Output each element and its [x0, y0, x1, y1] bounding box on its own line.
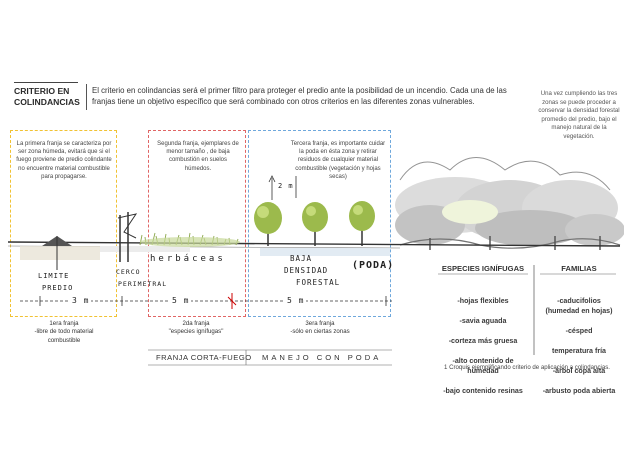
- list-item: -árbol copa alta: [552, 367, 606, 375]
- list-item: -alto contenido de humedad: [452, 357, 514, 375]
- zone-3-text: Tercera franja, es importante cuidar la …: [290, 141, 386, 180]
- label-tree-height: 2 m: [278, 182, 294, 190]
- list-item: temperatura fría: [551, 347, 606, 355]
- label-perimetral: PERIMETRAL: [118, 280, 168, 288]
- zone-1-text: La primera franja se caracteriza por ser…: [16, 141, 112, 180]
- label-limite: LIMITE: [38, 272, 70, 280]
- zone-1-box: [10, 130, 117, 317]
- zone-1-caption: 1era franja -libre de todo material comb…: [18, 320, 110, 345]
- zone-3-caption-body: -sólo en ciertas zonas: [290, 328, 350, 336]
- zone-1-caption-body: -libre de todo material combustible: [34, 328, 94, 344]
- label-herbaceas: herbáceas: [150, 254, 226, 264]
- label-cerco: CERCO: [116, 268, 141, 276]
- distance-zone-1: 3 m: [70, 296, 92, 305]
- list-especies: -hojas flexibles -savia aguada -corteza …: [438, 286, 528, 406]
- tree-1: [254, 202, 282, 246]
- zone-3-box: [248, 130, 391, 317]
- table-header-familias: FAMILIAS: [561, 264, 597, 273]
- zone-2-box: [148, 130, 246, 317]
- tree-2: [302, 202, 328, 246]
- zone-3-caption: 3era franja -sólo en ciertas zonas: [272, 320, 368, 337]
- figure-footnote: 1 Croquis ejemplificando criterio de apl…: [444, 364, 610, 371]
- list-familias: -caducifolios (humedad en hojas) -césped…: [540, 286, 618, 406]
- ground-line: [7, 241, 621, 247]
- zone-2-caption-body: "especies ignífugas": [168, 328, 224, 336]
- label-baja: BAJA: [290, 254, 313, 263]
- tree-3: [349, 201, 375, 246]
- table-header-especies: ESPECIES IGNÍFUGAS: [441, 264, 525, 273]
- distance-zone-2: 5 m: [170, 296, 192, 305]
- title-rule: [14, 82, 78, 83]
- distance-zone-3: 5 m: [285, 296, 307, 305]
- page-title: CRITERIO EN COLINDANCIAS: [14, 86, 80, 107]
- label-predio: PREDIO: [42, 284, 74, 292]
- list-item: -savia aguada: [459, 317, 507, 325]
- intro-paragraph: El criterio en colindancias será el prim…: [92, 86, 507, 106]
- side-note: Una vez cumpliendo las tres zonas se pue…: [538, 90, 620, 140]
- list-item: -caducifolios (humedad en hojas): [545, 297, 613, 315]
- zone-3-caption-title: 3era franja: [305, 320, 335, 327]
- band-franja-corta-fuego: FRANJA CORTA-FUEGO: [156, 353, 252, 362]
- zone-2-caption: 2da franja "especies ignífugas": [150, 320, 242, 337]
- title-divider: [86, 84, 87, 110]
- background-forest: [395, 157, 624, 250]
- list-item: -corteza más gruesa: [448, 337, 518, 345]
- list-item: -césped: [565, 327, 593, 335]
- label-poda: (PODA): [352, 260, 395, 271]
- band-manejo-con-poda: MANEJO CON PODA: [262, 353, 382, 362]
- zone-2-caption-title: 2da franja: [182, 320, 210, 327]
- list-item: -arbusto poda abierta: [542, 387, 616, 395]
- list-item: -bajo contenido resinas: [443, 387, 523, 395]
- label-densidad: DENSIDAD: [284, 266, 329, 275]
- label-forestal: FORESTAL: [296, 278, 341, 287]
- list-item: -hojas flexibles: [457, 297, 509, 305]
- zone-1-caption-title: 1era franja: [49, 320, 79, 327]
- zone-2-text: Segunda franja, ejemplares de menor tama…: [157, 141, 239, 172]
